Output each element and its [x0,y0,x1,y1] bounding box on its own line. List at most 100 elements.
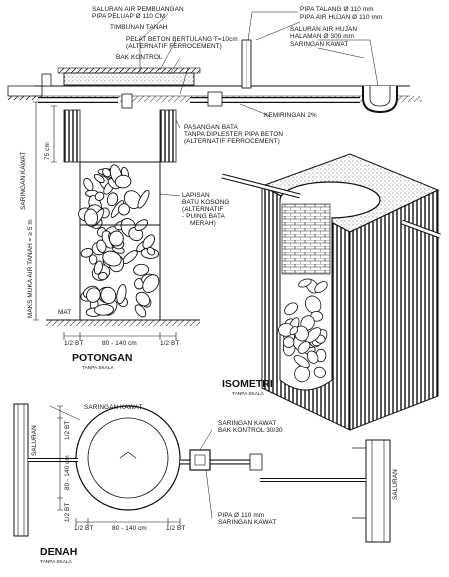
plan-label-width-h: 80 - 140 cm [112,525,147,532]
label-alternatif-ferrocement-2: (ALTERNATIF FERROCEMENT) [184,138,280,145]
label-lapisan: LAPISAN [182,192,210,199]
label-kemiringan: KEMIRINGAN 2% [264,112,317,119]
plan-view [13,403,391,543]
plan-label-half-bt-v-bottom: 1/2 BT [64,502,71,522]
stone [93,260,103,275]
brick-wall-right [159,109,177,163]
plan-pipe-fitting [249,453,263,471]
stone [294,365,311,383]
section-title: POTONGAN [72,352,133,364]
plan-control-box [189,449,211,471]
stones [78,164,160,318]
plan-label-bak-kontrol-3030: BAK KONTROL 30/30 [218,427,283,434]
label-tanpa-diplester: TANPA DIPLESTER PIPA BETON [184,131,284,138]
rainwater-channel [362,86,398,114]
stone [284,302,298,316]
section-subtitle: TANPA SKALA [82,366,114,371]
plan-label-saringan-kawat-top: SARINGAN KAWAT [84,404,143,411]
stone [298,278,312,288]
stone [133,263,150,276]
concrete-slab [63,72,195,86]
label-dim-75cm: 75 cm [44,142,51,160]
plan-label-saringan-kawat-bottom: SARINGAN KAWAT [218,519,277,526]
plan-subtitle: TANPA SKALA [40,560,72,565]
iso-stones [278,278,328,383]
stone [142,274,160,293]
stone [94,304,114,316]
stone [294,325,309,342]
iso-right-face [349,189,439,431]
ground-hatch-left [8,96,42,100]
stone [306,350,319,364]
label-timbunan: TIMBUNAN TANAH [110,24,168,31]
label-maks-muka-air-tanah: MAKS MUKA AIR TANAH = ≥ 5 m [27,219,34,318]
label-saluran-pembuangan: SALURAN AIR PEMBUANGAN [92,6,184,13]
stone [142,234,156,249]
label-half-bt-right: 1/2 BT [160,340,180,347]
control-box [207,91,223,107]
plan-label-half-bt-h-left: 1/2 BT [74,525,94,532]
plan-title: DENAH [40,546,78,558]
stone [86,287,101,303]
stone [289,326,299,336]
stone [102,250,122,267]
stone [102,167,112,178]
plan-label-saluran-left: SALURAN [31,425,38,456]
section-view [7,11,422,340]
label-saluran-air-hujan: SALURAN AIR HUJAN [290,26,358,33]
stone [100,286,117,304]
stone [114,174,132,189]
ground-left [7,85,43,97]
label-width-range: 80 - 140 cm [102,340,137,347]
stone [83,177,94,192]
label-pelat-beton: PELAT BETON BERTULANG T=10cm [126,36,238,43]
label-alternatif-ferrocement-1: (ALTERNATIF FERROCEMENT) [126,43,222,50]
plan-well-inner [87,417,169,499]
label-bak-kontrol: BAK KONTROL [116,54,163,61]
stone [146,246,156,256]
pipe-elbow [121,93,133,109]
label-pipa-peluap: PIPA PELUAP Ø 110 CM [92,13,166,20]
label-halaman: HALAMAN Ø 300 mm [290,33,355,40]
label-saringan-kawat: SARINGAN KAWAT [290,41,349,48]
stone [96,239,107,253]
drain-outlet-left [41,73,52,87]
plan-label-saringan-kawat-box: SARINGAN KAWAT [218,420,277,427]
plan-channel-left [13,403,29,537]
label-pipa-air-hujan: PIPA AIR HUJAN Ø 110 mm [300,14,383,21]
label-pasangan-bata: PASANGAN BATA [184,124,238,131]
stone [94,191,105,201]
label-puing-bata: - PUING BATA [182,213,225,220]
isometric-view [221,153,441,431]
stone [106,192,119,207]
stone [88,254,98,265]
isometric-subtitle: TANPA SKALA [232,392,264,397]
stone [93,173,105,184]
stone [80,247,94,258]
stone [293,355,310,369]
plan-label-pipa-110: PIPA Ø 110 mm [218,512,265,519]
plan-label-half-bt-v-top: 1/2 BT [64,420,71,440]
stone [118,203,130,216]
stone [314,281,328,294]
stone [282,336,295,348]
label-batu-kosong: BATU KOSONG [182,199,230,206]
label-half-bt-left: 1/2 BT [64,340,84,347]
stone [135,291,151,307]
label-alternatif: (ALTERNATIF [182,206,224,213]
stone [84,208,98,227]
stone [137,190,150,209]
plan-label-width-v: 80 - 140 cm [64,455,71,490]
brick-wall-left [63,109,81,163]
stone [134,304,147,318]
label-merah: MERAH) [190,220,216,227]
label-saringan-kawat-vertical: SARINGAN KAWAT [20,151,27,210]
stone [109,230,124,247]
stone [297,341,311,354]
plan-channel-right [365,439,391,543]
isometric-title: ISOMETRI [222,378,273,390]
plan-label-saluran-right: SALURAN [392,469,399,500]
iso-brick-lining [281,203,331,275]
